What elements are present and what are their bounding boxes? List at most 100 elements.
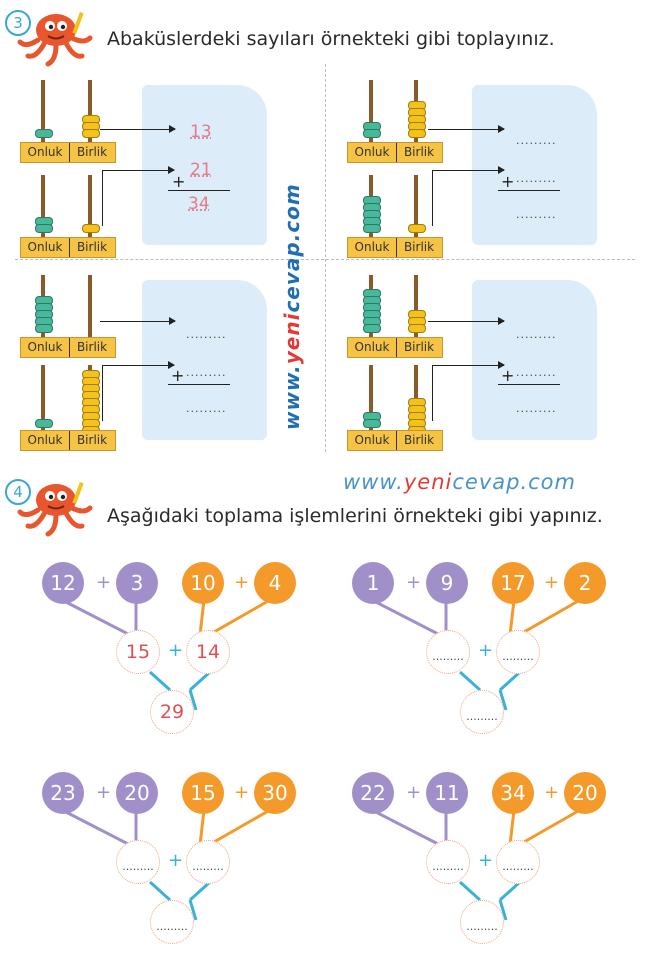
plus-sign: + [234,782,249,803]
addend-circle: 12 [42,562,84,604]
answer-card-d [472,280,597,440]
sum-line [168,190,230,191]
abacus-rod-ones [88,275,92,337]
section-divider-vertical [325,64,326,452]
addition-tree: 19172...........................+++ [350,560,640,740]
plus-sign: + [478,850,493,871]
connector-line [102,170,103,226]
plus-sign: + [478,640,493,661]
answer-blank[interactable]: ......... [186,366,226,379]
plus-sign: + [501,172,514,191]
answer-blank[interactable]: ......... [516,402,556,415]
partial-sum-circle[interactable]: ......... [426,630,470,674]
question-number-4: 4 [5,479,31,505]
abacus-bead [363,419,381,428]
instruction-q4: Aşağıdaki toplama işlemlerini örnekteki … [107,505,603,527]
abacus-bead [35,129,53,138]
connector-line [102,365,103,421]
abacus-bead [35,324,53,333]
arrow [428,129,504,130]
example-sum: 34 [188,194,210,214]
addend-circle: 10 [182,562,224,604]
arrow [100,321,175,322]
arrow [102,170,174,171]
tree-line [62,810,130,845]
abacus-base: OnlukBirlik [20,142,116,163]
abacus-bead [82,224,100,233]
answer-blank[interactable]: ......... [516,366,556,379]
connector-line [432,170,433,226]
partial-sum-circle[interactable]: ......... [116,840,160,884]
instruction-q3: Abaküslerdeki sayıları örnekteki gibi to… [107,28,555,50]
plus-sign: + [96,782,111,803]
addend-circle: 4 [254,562,296,604]
partial-sum-circle[interactable]: ......... [496,840,540,884]
tree-line [372,600,440,635]
plus-sign: + [406,572,421,593]
abacus-bead [35,224,53,233]
addend-circle: 1 [352,562,394,604]
addend-circle: 20 [116,772,158,814]
abacus-bead [82,129,100,138]
answer-blank[interactable]: ......... [516,134,556,147]
abacus-bead [408,224,426,233]
total-sum-circle[interactable]: ......... [460,690,504,734]
tree-line [460,882,480,900]
sum-line [498,384,560,385]
watermark-horizontal: www.yenicevap.com [343,470,576,494]
abacus-bead [363,224,381,233]
abacus-base: OnlukBirlik [347,142,443,163]
answer-blank[interactable]: ......... [186,328,226,341]
abacus-base: OnlukBirlik [20,237,116,258]
abacus-base: OnlukBirlik [20,430,116,451]
tree-line [150,672,170,690]
abacus-base: OnlukBirlik [347,237,443,258]
abacus-base: OnlukBirlik [20,337,116,358]
addend-circle: 22 [352,772,394,814]
connector-line [432,365,433,421]
tree-line [500,672,520,690]
plus-sign: + [234,572,249,593]
addend-circle: 20 [564,772,606,814]
plus-sign: + [172,172,185,191]
abacus-base: OnlukBirlik [347,430,443,451]
answer-blank[interactable]: ......... [516,172,556,185]
addend-circle: 2 [564,562,606,604]
answer-blank[interactable]: ......... [186,402,226,415]
answer-blank[interactable]: ......... [516,328,556,341]
tree-line [372,810,440,845]
abacus-bead [363,324,381,333]
addition-tree: 23201530...........................+++ [40,770,330,950]
addition-tree: 123104151429+++ [40,560,330,740]
tree-line [190,672,210,690]
partial-sum-circle[interactable]: ......... [496,630,540,674]
plus-sign: + [544,782,559,803]
partial-sum-circle[interactable]: 15 [116,630,160,674]
partial-sum-circle[interactable]: ......... [426,840,470,884]
plus-sign: + [168,640,183,661]
arrow [432,365,504,366]
total-sum-circle[interactable]: ......... [460,900,504,944]
plus-sign: + [406,782,421,803]
tree-line [500,882,520,900]
arrow [102,365,174,366]
sum-line [498,190,560,191]
abacus-bead [408,324,426,333]
addend-circle: 30 [254,772,296,814]
total-sum-circle[interactable]: 29 [150,690,194,734]
tree-line [460,672,480,690]
partial-sum-circle[interactable]: ......... [186,840,230,884]
partial-sum-circle[interactable]: 14 [186,630,230,674]
abacus-bead [363,129,381,138]
tree-line [62,600,130,635]
question-number-3: 3 [5,10,31,36]
answer-blank[interactable]: ......... [516,208,556,221]
plus-sign: + [171,366,184,385]
arrow [428,321,504,322]
addend-circle: 15 [182,772,224,814]
arrow [100,129,175,130]
total-sum-circle[interactable]: ......... [150,900,194,944]
watermark-vertical: www.yenicevap.com [280,183,304,430]
addend-circle: 34 [492,772,534,814]
plus-sign: + [544,572,559,593]
